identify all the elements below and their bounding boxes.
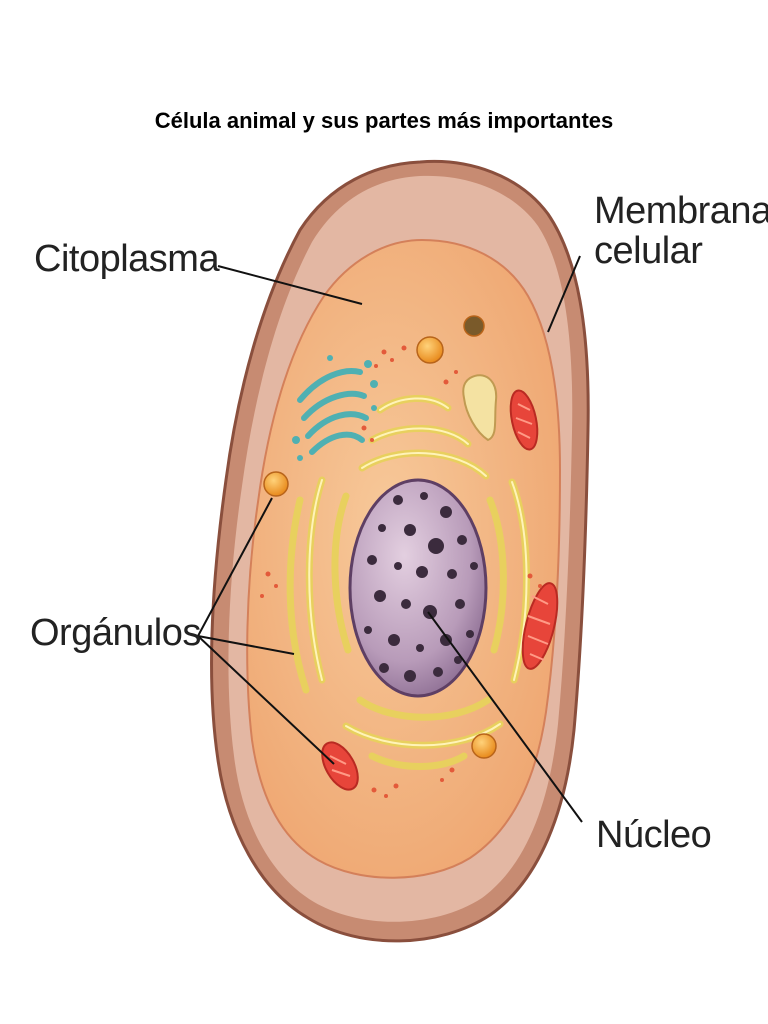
leader-line-membrana [547,255,581,333]
nucleus-chromatin-spots [364,492,478,682]
mitochondria-cristae [329,403,551,777]
leader-lines [197,255,583,823]
vesicles [263,315,497,759]
leader-line-organulo-1 [197,497,273,637]
label-citoplasma: Citoplasma [34,238,220,280]
vacuole [462,374,498,442]
golgi-vesicles [292,355,378,461]
golgi-apparatus [297,368,369,455]
leader-line-organulo-3 [197,635,335,765]
label-membrana-celular: Membrana celular [594,190,768,272]
diagram-title: Célula animal y sus partes más important… [154,108,614,133]
label-membrana-line2: celular [594,229,703,272]
label-nucleo: Núcleo [596,814,712,856]
label-membrana-line1: Membrana [594,190,768,232]
leader-line-citoplasma [217,265,363,305]
ribosomes [260,345,542,798]
label-organulos: Orgánulos [30,612,201,654]
endoplasmic-reticulum-inner [308,397,528,747]
leader-line-nucleo [427,611,583,823]
leader-line-organulo-2 [197,635,295,655]
nucleus [348,478,488,698]
